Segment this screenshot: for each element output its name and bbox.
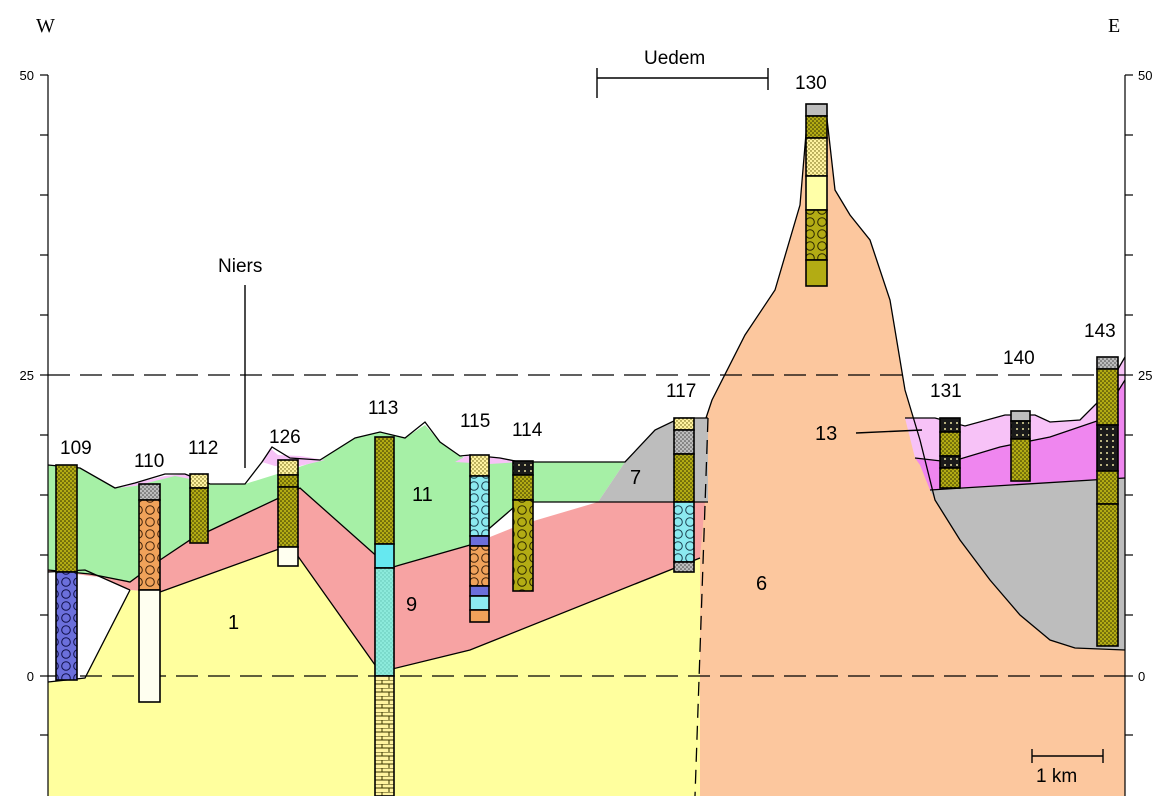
borehole-112-column: [189, 473, 209, 544]
borehole-126-column: [277, 459, 299, 567]
borehole-140-column: [1010, 410, 1031, 482]
unit-label-11: 11: [412, 484, 433, 506]
borehole-130-column: [805, 103, 828, 287]
borehole-label-114: 114: [512, 420, 543, 441]
borehole-label-131: 131: [930, 381, 962, 402]
niers-label: Niers: [218, 256, 262, 277]
borehole-label-109: 109: [60, 438, 92, 459]
scale-bar-label: 1 km: [1036, 766, 1077, 787]
borehole-143-column: [1096, 356, 1119, 647]
borehole-label-110: 110: [134, 451, 164, 472]
tick-0-left: 0: [27, 669, 34, 684]
fault-line: [694, 417, 709, 796]
pink-lens: [115, 474, 205, 488]
grey-basin-area: [930, 478, 1125, 650]
unit-6-area: [695, 110, 1125, 796]
borehole-115-column: [469, 454, 490, 623]
borehole-117-column: [673, 417, 695, 573]
tick-50-right: 50: [1138, 68, 1152, 83]
unit-13-area-dark: [915, 380, 1125, 490]
annotations: [244, 68, 1104, 763]
unit-6-outline: [705, 109, 1126, 651]
labels: W E 50 25 0 50 25 0 Uedem Niers 109 110 …: [20, 15, 1153, 787]
borehole-label-113: 113: [368, 398, 398, 419]
unit-label-9: 9: [406, 594, 417, 616]
west-label: W: [36, 15, 55, 37]
unit-label-7: 7: [630, 467, 641, 489]
unit-label-6: 6: [756, 573, 767, 595]
uedem-bracket: [596, 68, 769, 98]
unit-label-1: 1: [228, 612, 239, 634]
borehole-label-117: 117: [666, 381, 696, 402]
borehole-columns: [55, 103, 1119, 796]
tick-25-left: 25: [20, 368, 34, 383]
scale-bar: [1031, 749, 1104, 763]
unit-13-leader: [855, 429, 923, 434]
borehole-131-column: [939, 417, 961, 489]
borehole-label-130: 130: [795, 73, 827, 94]
borehole-label-126: 126: [269, 427, 301, 448]
unit-1-area: [48, 545, 700, 796]
borehole-113-column: [374, 436, 395, 796]
borehole-label-143: 143: [1084, 321, 1116, 342]
borehole-109-column: [55, 464, 78, 681]
borehole-label-140: 140: [1003, 348, 1035, 369]
axes: [40, 74, 1133, 796]
grey-basin-top: [929, 477, 1126, 491]
tick-25-right: 25: [1138, 368, 1152, 383]
borehole-label-115: 115: [460, 411, 490, 432]
east-label: E: [1108, 15, 1120, 37]
borehole-label-112: 112: [188, 438, 218, 459]
borehole-114-column: [512, 460, 534, 592]
tick-50-left: 50: [20, 68, 34, 83]
unit-label-13: 13: [815, 423, 837, 445]
tick-0-right: 0: [1138, 669, 1145, 684]
elevation-lines: [48, 374, 1125, 677]
uedem-label: Uedem: [644, 48, 705, 69]
borehole-110-column: [138, 483, 161, 703]
